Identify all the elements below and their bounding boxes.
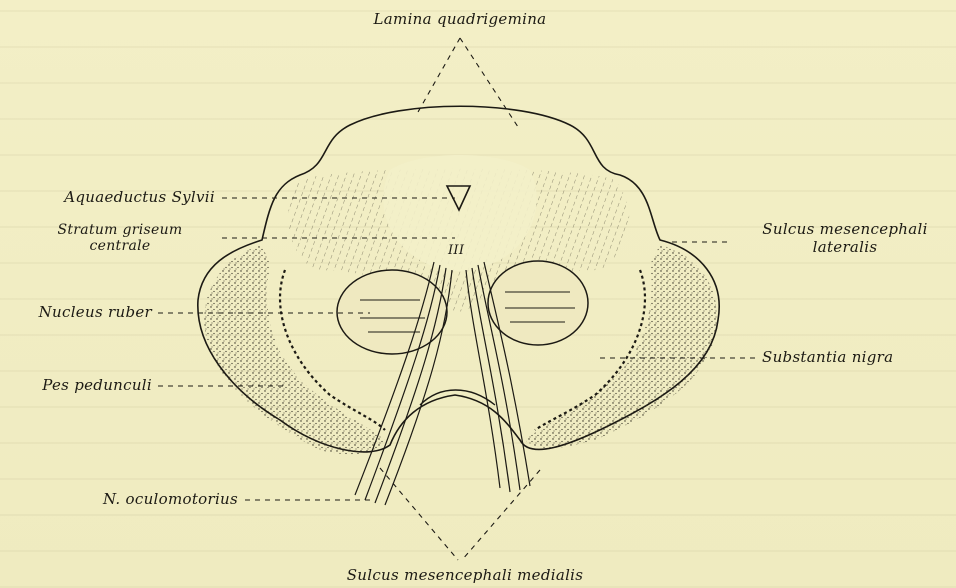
pes-pedunculi-left bbox=[204, 245, 385, 454]
nucleus-ruber-right bbox=[488, 261, 588, 345]
label-substantia-nigra: Substantia nigra bbox=[762, 348, 893, 366]
label-roman-numeral: III bbox=[448, 243, 464, 258]
label-stratum-griseum-line1: Stratum griseum bbox=[20, 222, 220, 238]
label-stratum-griseum: Stratum griseum centrale bbox=[20, 222, 220, 254]
interpeduncular-notch bbox=[420, 390, 495, 405]
label-aquaeductus-sylvii: Aquaeductus Sylvii bbox=[10, 188, 215, 206]
label-lamina-quadrigemina: Lamina quadrigemina bbox=[330, 10, 590, 28]
label-sulcus-lateralis-line1: Sulcus mesencephali bbox=[735, 220, 955, 238]
label-pes-pedunculi: Pes pedunculi bbox=[0, 376, 152, 394]
label-nucleus-ruber: Nucleus ruber bbox=[0, 303, 152, 321]
label-sulcus-lateralis-line2: lateralis bbox=[735, 238, 955, 256]
label-n-oculomotorius: N. oculomotorius bbox=[20, 490, 238, 508]
label-sulcus-mesencephali-lateralis: Sulcus mesencephali lateralis bbox=[735, 220, 955, 256]
label-sulcus-mesencephali-medialis: Sulcus mesencephali medialis bbox=[290, 566, 640, 584]
label-stratum-griseum-line2: centrale bbox=[20, 238, 220, 254]
